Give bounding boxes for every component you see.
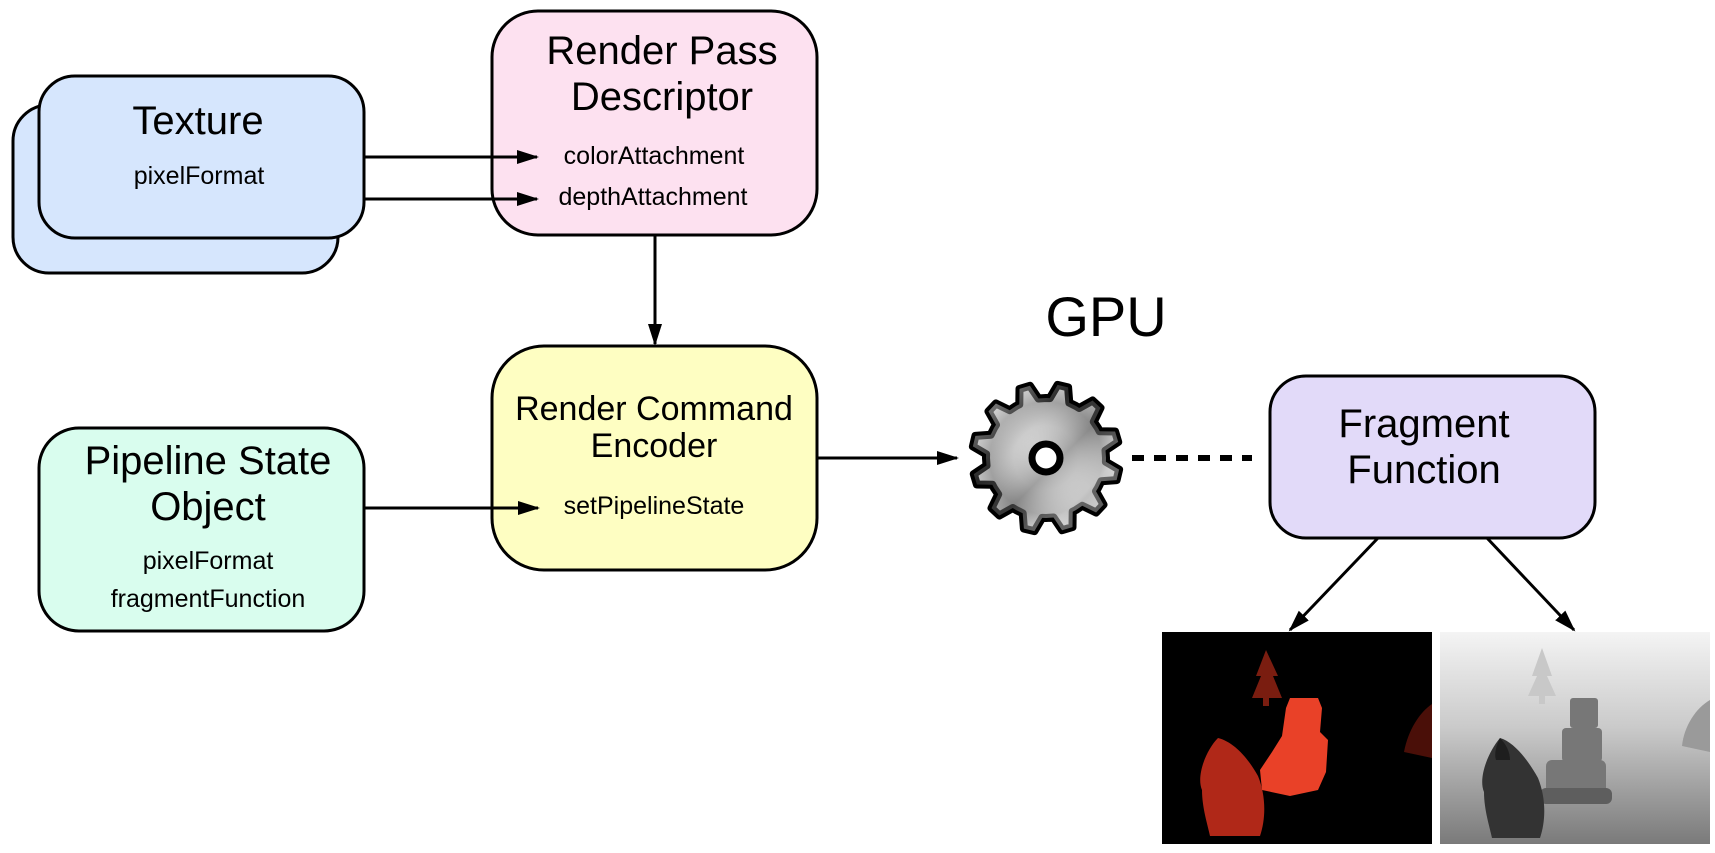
fragment-title-line1: Fragment bbox=[1338, 402, 1509, 446]
pipeline-fragment-function-field: fragmentFunction bbox=[111, 585, 306, 613]
color-attachment-field: colorAttachment bbox=[564, 142, 745, 170]
texture-pixel-format: pixelFormat bbox=[134, 162, 265, 190]
gear-icon bbox=[968, 380, 1124, 536]
pipeline-title-line2: Object bbox=[150, 485, 266, 529]
pipeline-card bbox=[37, 426, 366, 633]
pipeline-pixel-format-field: pixelFormat bbox=[143, 547, 274, 575]
render-pass-title-line2: Descriptor bbox=[571, 75, 753, 119]
pipeline-state-object-node: Pipeline State Object pixelFormat fragme… bbox=[37, 426, 366, 633]
color-render-thumbnail bbox=[1162, 632, 1432, 844]
gpu-label: GPU bbox=[1045, 285, 1166, 348]
texture-title: Texture bbox=[132, 99, 263, 143]
encoder-title-line1: Render Command bbox=[515, 390, 793, 428]
fragment-title-line2: Function bbox=[1347, 448, 1500, 492]
gear-hole bbox=[1028, 440, 1064, 476]
render-command-encoder-node: Render Command Encoder setPipelineState bbox=[490, 344, 819, 572]
arrow-fragment-to-depth-output bbox=[1485, 536, 1576, 632]
texture-node: Texture pixelFormat bbox=[11, 74, 366, 275]
depth-render-thumbnail bbox=[1440, 632, 1710, 844]
render-pass-descriptor-node: Render Pass Descriptor colorAttachment d… bbox=[490, 9, 819, 237]
pipeline-title-line1: Pipeline State bbox=[85, 439, 332, 483]
fragment-card bbox=[1268, 374, 1597, 540]
render-pass-title-line1: Render Pass bbox=[546, 29, 777, 73]
arrow-fragment-to-color-output bbox=[1288, 536, 1380, 632]
encoder-title-line2: Encoder bbox=[591, 427, 718, 465]
fragment-function-node: Fragment Function bbox=[1268, 374, 1597, 540]
set-pipeline-state-field: setPipelineState bbox=[564, 492, 745, 520]
depth-attachment-field: depthAttachment bbox=[558, 183, 747, 211]
